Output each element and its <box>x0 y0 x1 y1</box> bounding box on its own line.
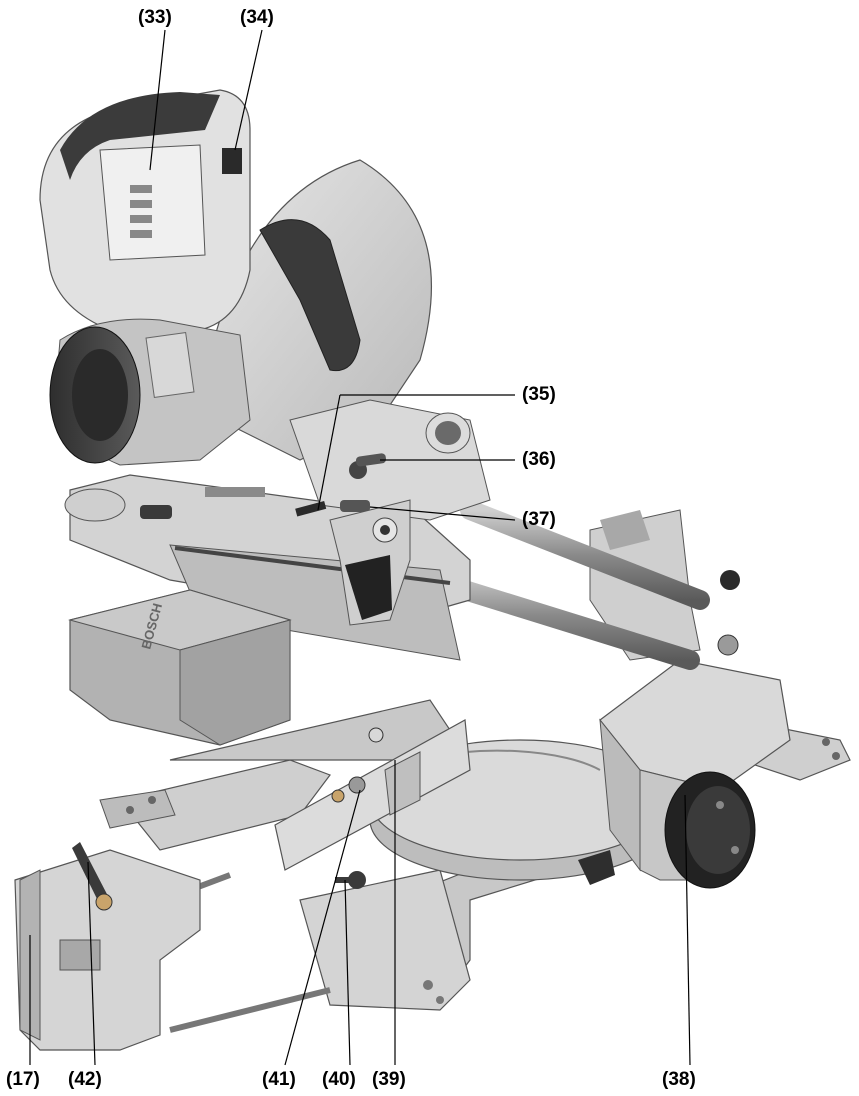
callout-42: (42) <box>68 1069 102 1090</box>
fence-assembly <box>274 719 615 889</box>
callout-40: (40) <box>322 1069 356 1090</box>
callout-41: (41) <box>262 1069 296 1090</box>
leader-lines <box>29 29 691 1066</box>
callout-39: (39) <box>372 1069 406 1090</box>
slide-rail-housing <box>589 509 791 889</box>
callout-38: (38) <box>662 1069 696 1090</box>
callout-36: (36) <box>522 449 556 470</box>
callout-37: (37) <box>522 509 556 530</box>
callout-17: (17) <box>6 1069 40 1090</box>
callout-33: (33) <box>138 7 172 28</box>
callout-34: (34) <box>240 7 274 28</box>
saw-head <box>39 89 491 626</box>
callout-35: (35) <box>522 384 556 405</box>
extension-support <box>14 842 331 1051</box>
